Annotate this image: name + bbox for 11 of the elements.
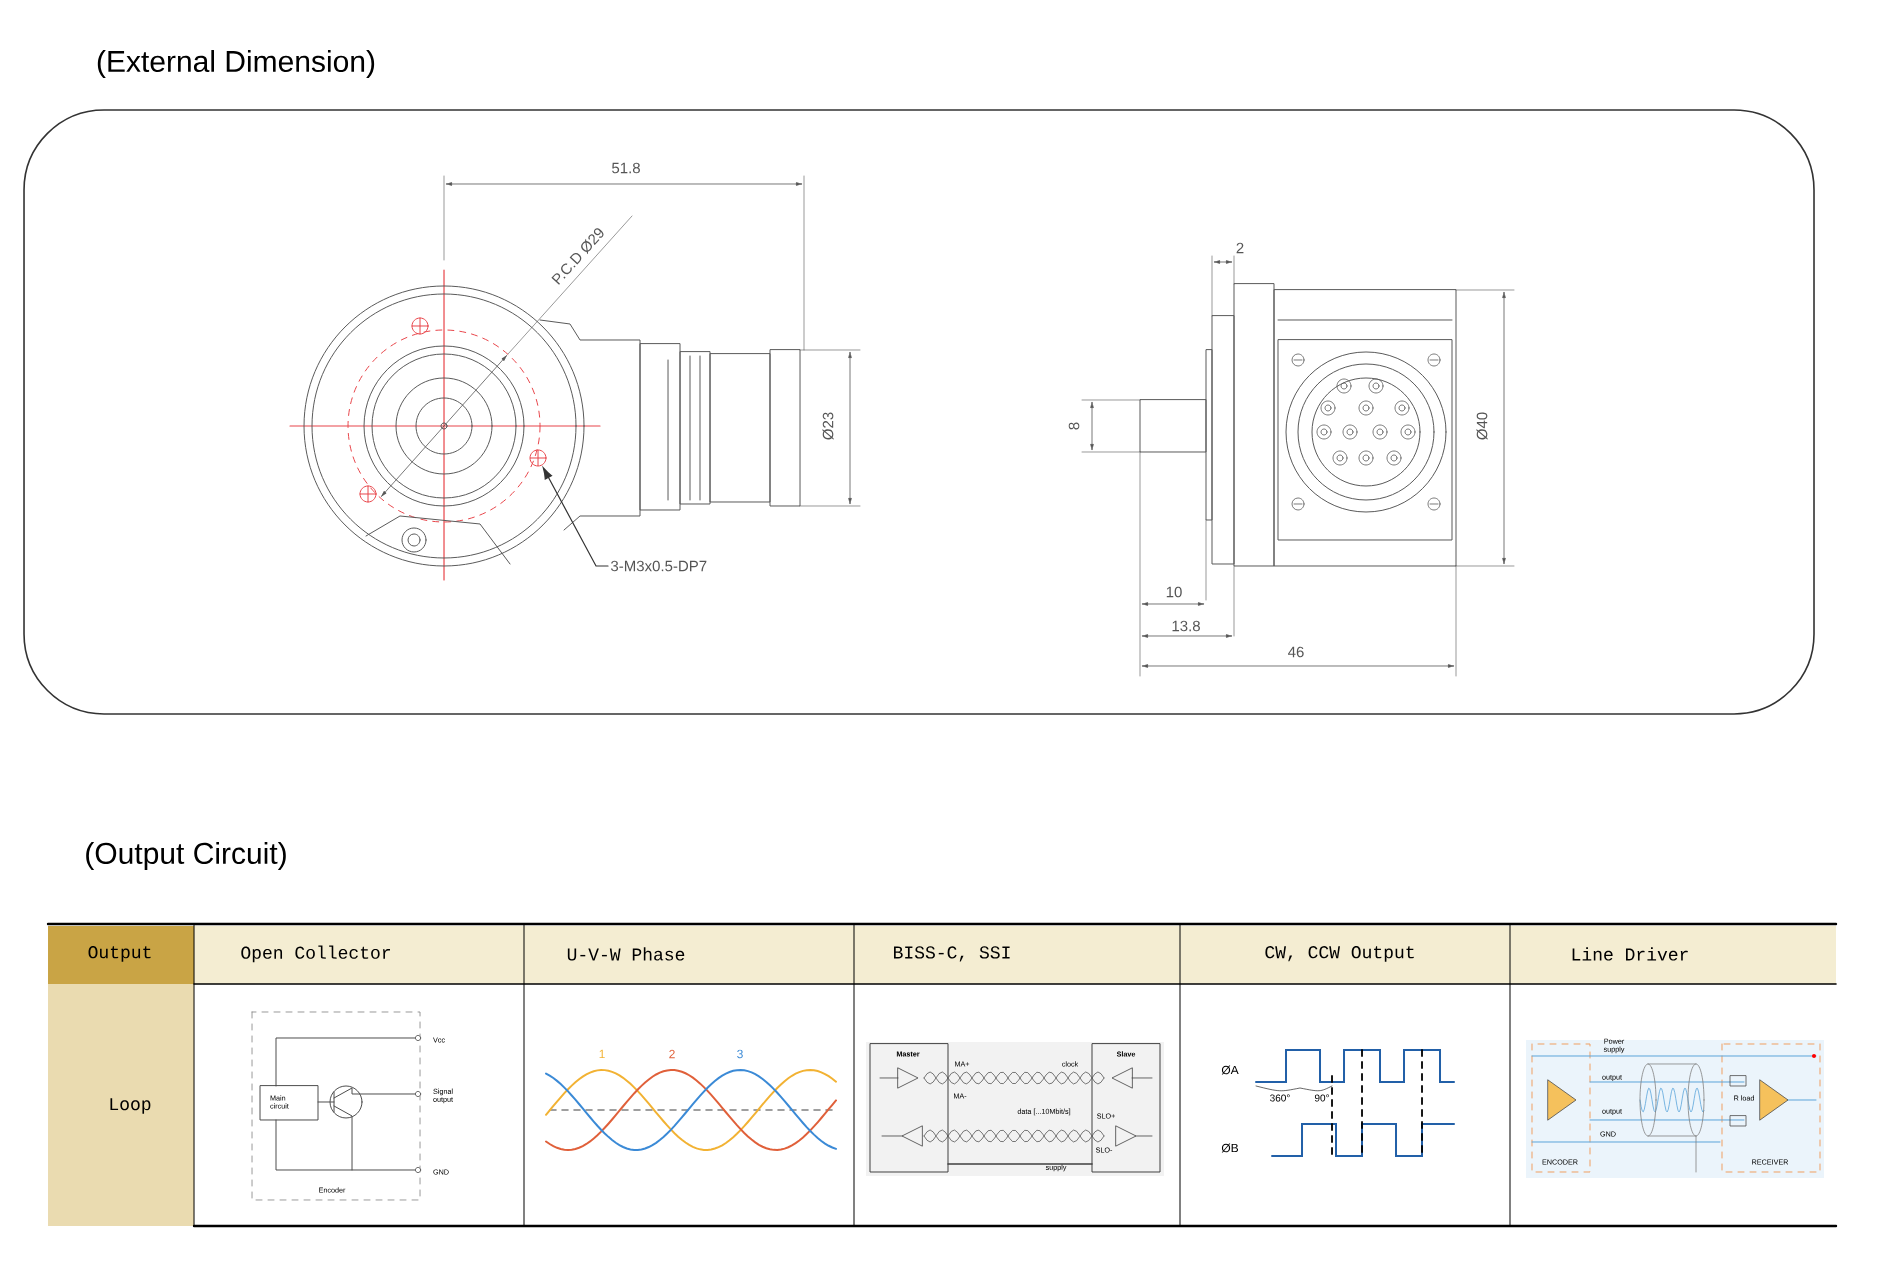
table-row-header: Loop <box>110 1098 151 1114</box>
table-header-cell: CW, CCW Output <box>1265 946 1414 962</box>
section-title: (Output Circuit) <box>86 842 286 870</box>
table-header-cell: BISS-C, SSI <box>894 946 1010 962</box>
table-header-cell: U-V-W Phase <box>567 947 685 961</box>
table-header-cell: Output <box>88 946 151 962</box>
section-title: (External Dimension) <box>97 50 375 78</box>
table-header-cell: Open Collector <box>241 945 390 963</box>
table-header-cell: Line Driver <box>1572 947 1688 961</box>
leader-line <box>542 467 609 567</box>
mounting-hole <box>529 449 547 467</box>
